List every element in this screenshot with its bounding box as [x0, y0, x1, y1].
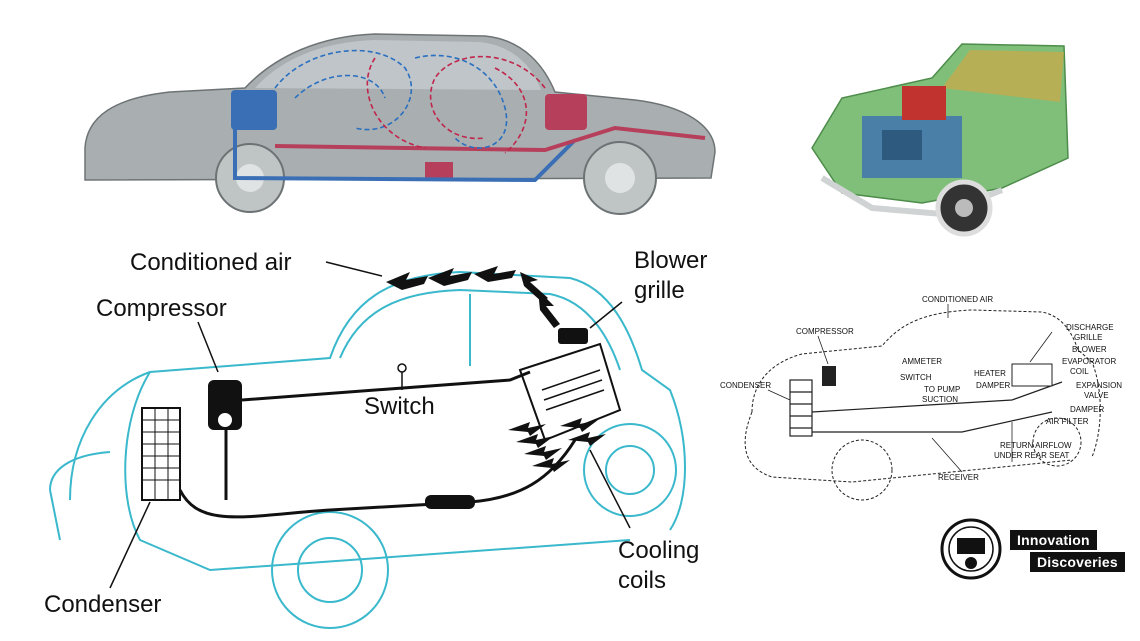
car-rear-wheel	[583, 423, 677, 517]
technical-front-wheel	[831, 439, 893, 501]
tech-label-receiver: RECEIVER	[938, 473, 979, 482]
receiver-tank	[425, 495, 475, 509]
switch-knob	[397, 363, 407, 373]
warm-airflow-arrows	[366, 55, 546, 154]
technical-rear-wheel	[1032, 417, 1082, 467]
technical-evaporator	[1011, 363, 1053, 387]
conditioned-air-arrows	[386, 266, 560, 328]
windshield	[942, 50, 1064, 102]
car-body-silhouette	[84, 33, 716, 181]
tech-label-blower: BLOWER	[1072, 345, 1107, 354]
blower-unit	[231, 90, 277, 130]
technical-car-outline	[744, 309, 1101, 501]
brand-emblem-icon	[940, 518, 1002, 580]
label-compressor: Compressor	[96, 295, 227, 322]
brand-name-line2: Discoveries	[1030, 552, 1125, 572]
leader-lines	[109, 261, 631, 589]
label-cooling-coils-line2: coils	[618, 567, 666, 594]
brand-logo: Innovation Discoveries	[940, 518, 1135, 582]
tech-label-condenser: CONDENSER	[720, 381, 771, 390]
technical-compressor	[822, 366, 836, 386]
heater-unit	[545, 94, 587, 130]
tech-label-expansion-valve-1: EXPANSION	[1076, 381, 1122, 390]
tech-label-return-airflow-2: UNDER REAR SEAT	[994, 451, 1070, 460]
cooling-coil-housing	[518, 342, 622, 442]
car-windows	[255, 40, 541, 90]
refrigerant-lines	[178, 370, 577, 519]
label-condenser: Condenser	[44, 591, 161, 618]
label-blower-grille-line1: Blower	[634, 247, 707, 274]
tech-label-expansion-valve-2: VALVE	[1084, 391, 1109, 400]
tech-label-to-pump-suction-2: SUCTION	[922, 395, 958, 404]
tech-label-compressor: COMPRESSOR	[796, 327, 854, 336]
tech-label-ammeter: AMMETER	[902, 357, 942, 366]
label-blower-grille-line2: grille	[634, 277, 685, 304]
cooling-airflow-arrows	[508, 418, 606, 472]
tech-label-damper-left: DAMPER	[976, 381, 1010, 390]
brand-name-line1: Innovation	[1010, 530, 1097, 550]
condenser-unit	[141, 407, 181, 501]
green-car-engine-cutaway	[802, 38, 1072, 240]
tech-label-to-pump-suction-1: TO PUMP	[924, 385, 960, 394]
cutaway-airflow-illustration	[75, 28, 725, 220]
technical-condenser	[789, 379, 813, 437]
tech-label-discharge-grille-2: GRILLE	[1074, 333, 1102, 342]
tech-label-discharge-grille-1: DISCHARGE	[1066, 323, 1114, 332]
tech-label-damper-right: DAMPER	[1070, 405, 1104, 414]
label-switch: Switch	[364, 393, 435, 420]
tech-label-evaporator-coil-1: EVAPORATOR	[1062, 357, 1116, 366]
main-ac-diagram: Conditioned air Blower grille Compressor…	[30, 240, 730, 640]
tech-label-conditioned-air: CONDITIONED AIR	[922, 295, 993, 304]
tech-label-switch: SWITCH	[900, 373, 932, 382]
technical-ac-diagram: CONDITIONED AIR COMPRESSOR DISCHARGE GRI…	[712, 292, 1132, 502]
tech-label-air-filter: AIR FILTER	[1046, 417, 1089, 426]
cool-airflow-arrows	[274, 49, 508, 149]
label-conditioned-air: Conditioned air	[130, 249, 291, 276]
tech-label-heater: HEATER	[974, 369, 1006, 378]
tech-label-return-airflow-1: RETURN AIRFLOW	[1000, 441, 1072, 450]
car-front-wheel	[271, 511, 389, 629]
label-cooling-coils-line1: Cooling	[618, 537, 699, 564]
car-outline	[49, 270, 686, 629]
tech-label-evaporator-coil-2: COIL	[1070, 367, 1089, 376]
